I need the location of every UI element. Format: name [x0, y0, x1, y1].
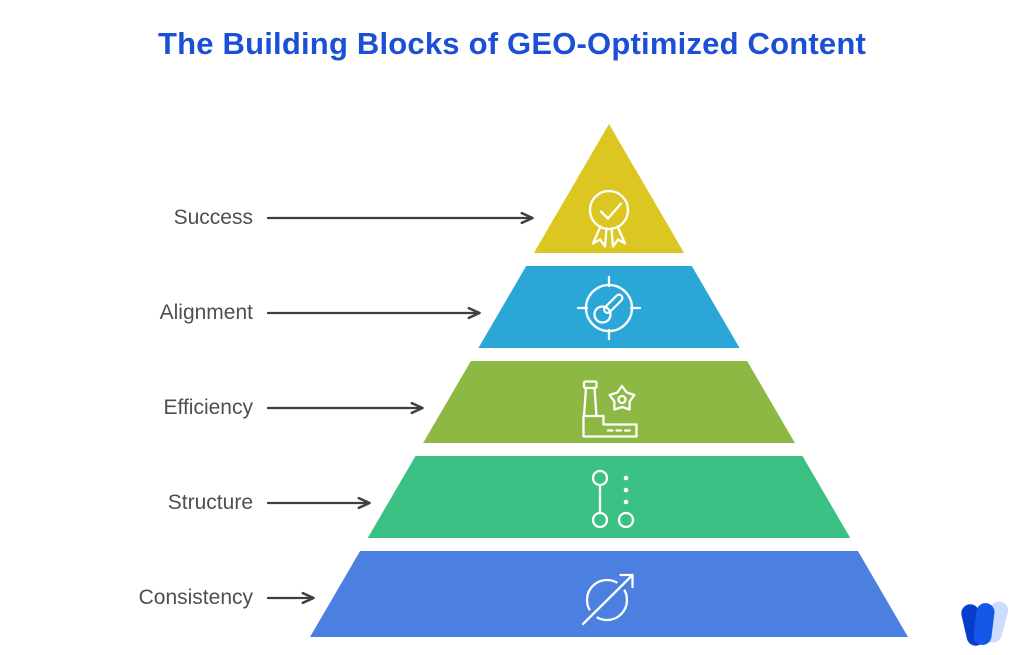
gauge-stem-inner [605, 295, 622, 312]
pyramid-level-success [533, 124, 685, 253]
w-logo [961, 601, 1009, 646]
level-label-alignment: Alignment [159, 301, 253, 324]
orbit-arrow-icon [581, 573, 634, 626]
target-gauge-icon [576, 275, 642, 341]
level-label-structure: Structure [167, 491, 253, 514]
pyramid-level-structure [367, 456, 851, 538]
page-title: The Building Blocks of GEO-Optimized Con… [157, 26, 866, 61]
pyramid-level-efficiency [423, 361, 795, 443]
level-label-consistency: Consistency [138, 586, 253, 609]
nodes-link-icon [591, 469, 635, 529]
factory-gear-icon [582, 380, 638, 438]
w-logo-mid-stroke [973, 603, 995, 645]
award-medal-icon [588, 189, 630, 248]
level-label-success: Success [173, 206, 253, 229]
pyramid-level-consistency [310, 551, 908, 637]
level-label-efficiency: Efficiency [163, 396, 254, 419]
